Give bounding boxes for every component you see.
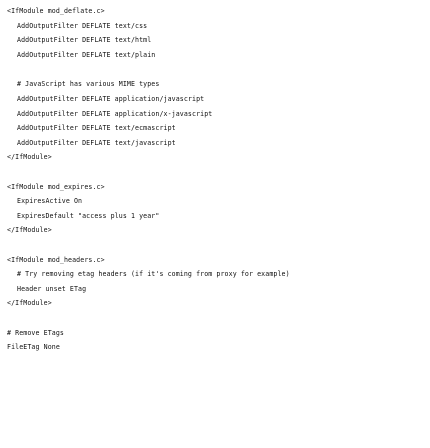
code-comment: # Remove ETags bbox=[7, 329, 64, 337]
code-line: AddOutputFilter DEFLATE text/html bbox=[17, 36, 152, 44]
code-line: ExpiresActive On bbox=[17, 197, 83, 205]
code-line: ExpiresDefault "access plus 1 year" bbox=[17, 212, 160, 220]
code-line: <IfModule mod_headers.c> bbox=[7, 256, 105, 264]
code-line: FileETag None bbox=[7, 343, 60, 351]
code-line: </IfModule> bbox=[7, 153, 52, 161]
code-line: AddOutputFilter DEFLATE text/javascript bbox=[17, 139, 176, 147]
code-line: Header unset ETag bbox=[17, 285, 87, 293]
code-line: <IfModule mod_expires.c> bbox=[7, 183, 105, 191]
code-line: </IfModule> bbox=[7, 299, 52, 307]
code-line: AddOutputFilter DEFLATE application/java… bbox=[17, 95, 205, 103]
code-line: <IfModule mod_deflate.c> bbox=[7, 7, 105, 15]
code-line: AddOutputFilter DEFLATE text/plain bbox=[17, 51, 156, 59]
code-line: </IfModule> bbox=[7, 226, 52, 234]
code-line: AddOutputFilter DEFLATE application/x-ja… bbox=[17, 110, 213, 118]
code-line: AddOutputFilter DEFLATE text/css bbox=[17, 22, 148, 30]
code-comment: # JavaScript has various MIME types bbox=[17, 80, 160, 88]
code-line: AddOutputFilter DEFLATE text/ecmascript bbox=[17, 124, 176, 132]
code-comment: # Try removing etag headers (if it's com… bbox=[17, 270, 290, 278]
